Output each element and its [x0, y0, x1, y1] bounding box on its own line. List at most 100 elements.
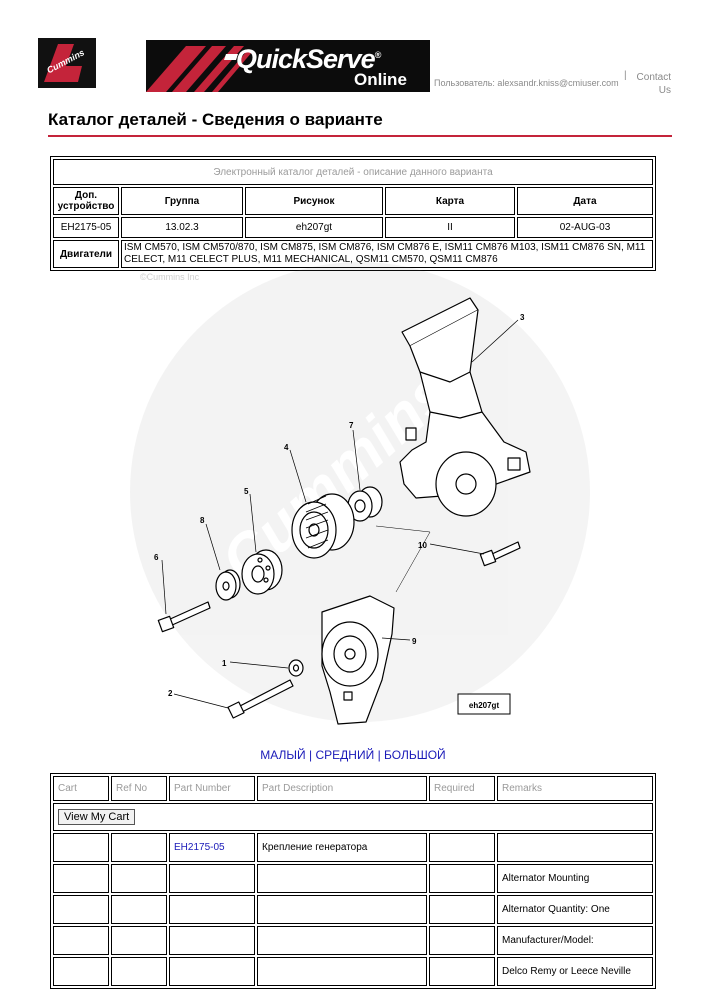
size-small-link[interactable]: МАЛЫЙ: [260, 748, 306, 762]
value-date: 02-AUG-03: [517, 217, 653, 238]
cummins-logo[interactable]: Cummins: [38, 38, 96, 88]
col-required: Required: [429, 776, 495, 801]
part-washer-1: [288, 659, 304, 677]
parts-header-row: Cart Ref No Part Number Part Description…: [53, 776, 653, 801]
part-description-cell: [257, 926, 427, 955]
part-bracket: [399, 297, 531, 517]
callout-7: 7: [349, 421, 354, 430]
parts-diagram: Cummins ©Cummins Inc: [130, 262, 590, 725]
cart-cell[interactable]: [53, 833, 109, 862]
callout-leaders: [161, 319, 519, 709]
required-cell: [429, 864, 495, 893]
col-part-number: Part Number: [169, 776, 255, 801]
header-separator: |: [624, 70, 627, 81]
part-description-cell: Крепление генератора: [257, 833, 427, 862]
info-table-caption: Электронный каталог деталей - описание д…: [53, 159, 653, 185]
user-email: alexsandr.kniss@cmiuser.com: [497, 78, 619, 88]
part-tensioner: [321, 595, 395, 725]
figure-label: eh207gt: [469, 701, 500, 710]
required-cell: [429, 833, 495, 862]
table-row: Alternator Mounting: [53, 864, 653, 893]
part-number-cell: [169, 957, 255, 986]
part-number-link[interactable]: EH2175-05: [174, 842, 225, 853]
header-group: Группа: [121, 187, 243, 215]
required-cell: [429, 957, 495, 986]
user-label: Пользователь:: [434, 78, 495, 88]
remarks-cell: Manufacturer/Model:: [497, 926, 653, 955]
col-ref-no: Ref No: [111, 776, 167, 801]
callout-5: 5: [244, 487, 249, 496]
ref-no-cell: [111, 864, 167, 893]
callout-6: 6: [154, 553, 159, 562]
part-pulley: [291, 493, 355, 559]
part-number-cell: [169, 926, 255, 955]
callout-4: 4: [284, 443, 289, 452]
required-cell: [429, 895, 495, 924]
cart-cell[interactable]: [53, 957, 109, 986]
value-option: EH2175-05: [53, 217, 119, 238]
table-row: Alternator Quantity: One: [53, 895, 653, 924]
callout-8: 8: [200, 516, 205, 525]
banner-subtitle: Online: [354, 70, 407, 89]
part-description-cell: [257, 864, 427, 893]
view-cart-row: View My Cart: [53, 803, 653, 831]
table-row: Manufacturer/Model:: [53, 926, 653, 955]
banner-title: QuickServe®: [236, 44, 381, 74]
callout-10: 10: [418, 541, 427, 550]
callout-2: 2: [168, 689, 173, 698]
engines-value: ISM CM570, ISM CM570/870, ISM CM875, ISM…: [121, 240, 653, 268]
ref-no-cell: [111, 833, 167, 862]
table-row: EH2175-05 Крепление генератора: [53, 833, 653, 862]
figure-label-box: eh207gt: [457, 693, 511, 715]
remarks-cell: [497, 833, 653, 862]
table-row: Delco Remy or Leece Neville: [53, 957, 653, 986]
cart-cell[interactable]: [53, 926, 109, 955]
banner-stripes-graphic: [146, 46, 252, 92]
info-value-row: EH2175-05 13.02.3 eh207gt II 02-AUG-03: [53, 217, 653, 238]
size-separator: |: [377, 748, 381, 762]
col-cart: Cart: [53, 776, 109, 801]
header-option: Доп. устройство: [53, 187, 119, 215]
part-washer-8: [215, 569, 241, 601]
view-my-cart-button[interactable]: View My Cart: [58, 809, 136, 825]
page-header: Cummins QuickServe® Online Пользователь:…: [0, 0, 706, 105]
part-number-cell: EH2175-05: [169, 833, 255, 862]
title-divider: [48, 135, 672, 137]
variant-info-table: Электронный каталог деталей - описание д…: [50, 156, 656, 271]
callout-3: 3: [520, 313, 525, 322]
ref-no-cell: [111, 957, 167, 986]
part-spacer: [347, 486, 383, 522]
size-large-link[interactable]: БОЛЬШОЙ: [384, 748, 446, 762]
callout-9: 9: [412, 637, 417, 646]
cart-cell[interactable]: [53, 864, 109, 893]
image-size-links: МАЛЫЙ | СРЕДНИЙ | БОЛЬШОЙ: [0, 748, 706, 762]
remarks-cell: Delco Remy or Leece Neville: [497, 957, 653, 986]
quickserve-banner[interactable]: QuickServe® Online: [146, 40, 430, 92]
contact-us-link[interactable]: Contact Us: [636, 72, 671, 96]
header-figure: Рисунок: [245, 187, 383, 215]
part-number-cell: [169, 895, 255, 924]
ref-no-cell: [111, 926, 167, 955]
remarks-cell: Alternator Quantity: One: [497, 895, 653, 924]
engines-label: Двигатели: [53, 240, 119, 268]
ref-no-cell: [111, 895, 167, 924]
cart-cell[interactable]: [53, 895, 109, 924]
diagram-copyright: ©Cummins Inc: [140, 272, 200, 282]
part-bearing: [241, 549, 283, 595]
col-part-description: Part Description: [257, 776, 427, 801]
part-description-cell: [257, 957, 427, 986]
part-bolt-6: [157, 601, 211, 633]
part-description-cell: [257, 895, 427, 924]
size-medium-link[interactable]: СРЕДНИЙ: [315, 748, 375, 762]
info-header-row: Доп. устройство Группа Рисунок Карта Дат…: [53, 187, 653, 215]
col-remarks: Remarks: [497, 776, 653, 801]
part-bolt-10: [479, 541, 521, 567]
page-title: Каталог деталей - Сведения о варианте: [48, 110, 383, 129]
value-group: 13.02.3: [121, 217, 243, 238]
size-separator: |: [309, 748, 313, 762]
part-bolt-2: [227, 679, 294, 719]
callout-1: 1: [222, 659, 227, 668]
parts-table: Cart Ref No Part Number Part Description…: [50, 773, 656, 989]
engines-row: Двигатели ISM CM570, ISM CM570/870, ISM …: [53, 240, 653, 268]
required-cell: [429, 926, 495, 955]
